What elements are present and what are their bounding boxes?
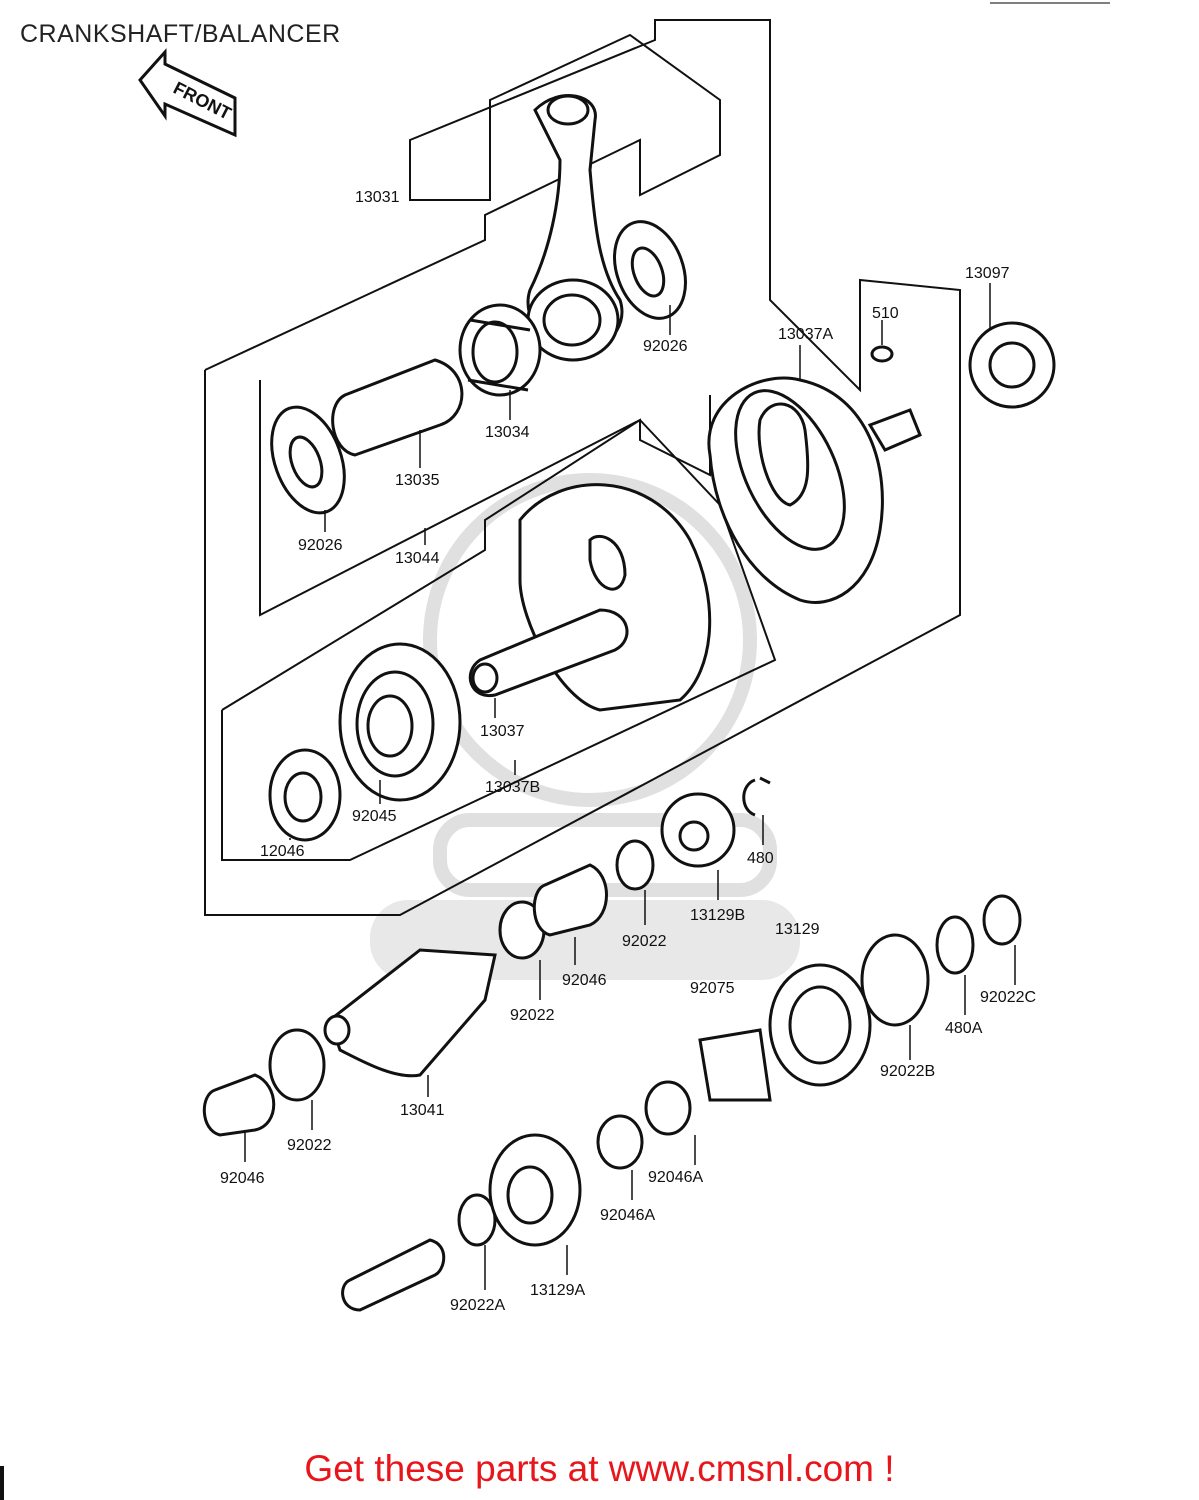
part-label-480a: 480A: [945, 1020, 983, 1037]
crank-web-right: [707, 376, 922, 604]
part-label-13037a: 13037A: [778, 326, 833, 343]
part-label-510: 510: [872, 305, 899, 322]
part-label-92026: 92026: [643, 338, 688, 355]
balancer-shaft-tube: [341, 1238, 446, 1312]
crank-web-left: [468, 483, 712, 712]
balancer-gear-small: [660, 792, 736, 868]
part-label-92045: 92045: [352, 808, 397, 825]
circlip-480a: [935, 915, 975, 975]
part-label-13031: 13031: [355, 189, 400, 206]
part-label-92022: 92022: [287, 1137, 332, 1154]
balancer-gear-13129a: [488, 1133, 582, 1247]
needle-bearing-92046a: [596, 1080, 692, 1170]
connecting-rod: [526, 94, 624, 362]
crank-pin: [331, 358, 464, 457]
part-label-92046: 92046: [562, 972, 607, 989]
part-label-92046a: 92046A: [648, 1169, 703, 1186]
part-label-13037b: 13037B: [485, 779, 540, 796]
edge-mark: [0, 1466, 4, 1500]
part-label-92046: 92046: [220, 1170, 265, 1187]
part-label-13129b: 13129B: [690, 907, 745, 924]
drive-gear-small: [968, 321, 1056, 409]
balancer-needle-bearing: [202, 863, 608, 1137]
part-label-13044: 13044: [395, 550, 440, 567]
part-label-92046a: 92046A: [600, 1207, 655, 1224]
part-label-12046: 12046: [260, 843, 305, 860]
part-label-92026: 92026: [298, 537, 343, 554]
balancer-shaft: [323, 948, 497, 1078]
ball-bearing: [338, 642, 462, 802]
part-labels: 13031 92026 13034 13035 92026 13044 1303…: [220, 189, 1036, 1314]
part-label-13129a: 13129A: [530, 1282, 585, 1299]
part-label-92022: 92022: [510, 1007, 555, 1024]
part-label-13037: 13037: [480, 723, 525, 740]
part-label-13034: 13034: [485, 424, 530, 441]
circlip: [742, 776, 771, 817]
part-label-92022c: 92022C: [980, 989, 1036, 1006]
balancer-gear-large: [698, 963, 872, 1102]
footer-link-text[interactable]: Get these parts at www.cmsnl.com !: [304, 1448, 895, 1489]
part-label-92022a: 92022A: [450, 1297, 505, 1314]
part-label-13035: 13035: [395, 472, 440, 489]
part-label-13041: 13041: [400, 1102, 445, 1119]
woodruff-key: [870, 345, 894, 363]
part-label-92022: 92022: [622, 933, 667, 950]
part-label-92075: 92075: [690, 980, 735, 997]
needle-bearing: [458, 303, 542, 397]
part-label-13097: 13097: [965, 265, 1010, 282]
thrust-washer: [270, 220, 687, 515]
balancer-washers: [268, 839, 1022, 1247]
leader-lines: [244, 283, 1016, 1290]
part-label-92022b: 92022B: [880, 1063, 935, 1080]
crank-gear-small: [268, 748, 342, 842]
part-label-480: 480: [747, 850, 774, 867]
page-title: CRANKSHAFT/BALANCER: [20, 20, 341, 48]
part-label-13129: 13129: [775, 921, 820, 938]
front-arrow-icon: FRONT: [138, 48, 237, 138]
